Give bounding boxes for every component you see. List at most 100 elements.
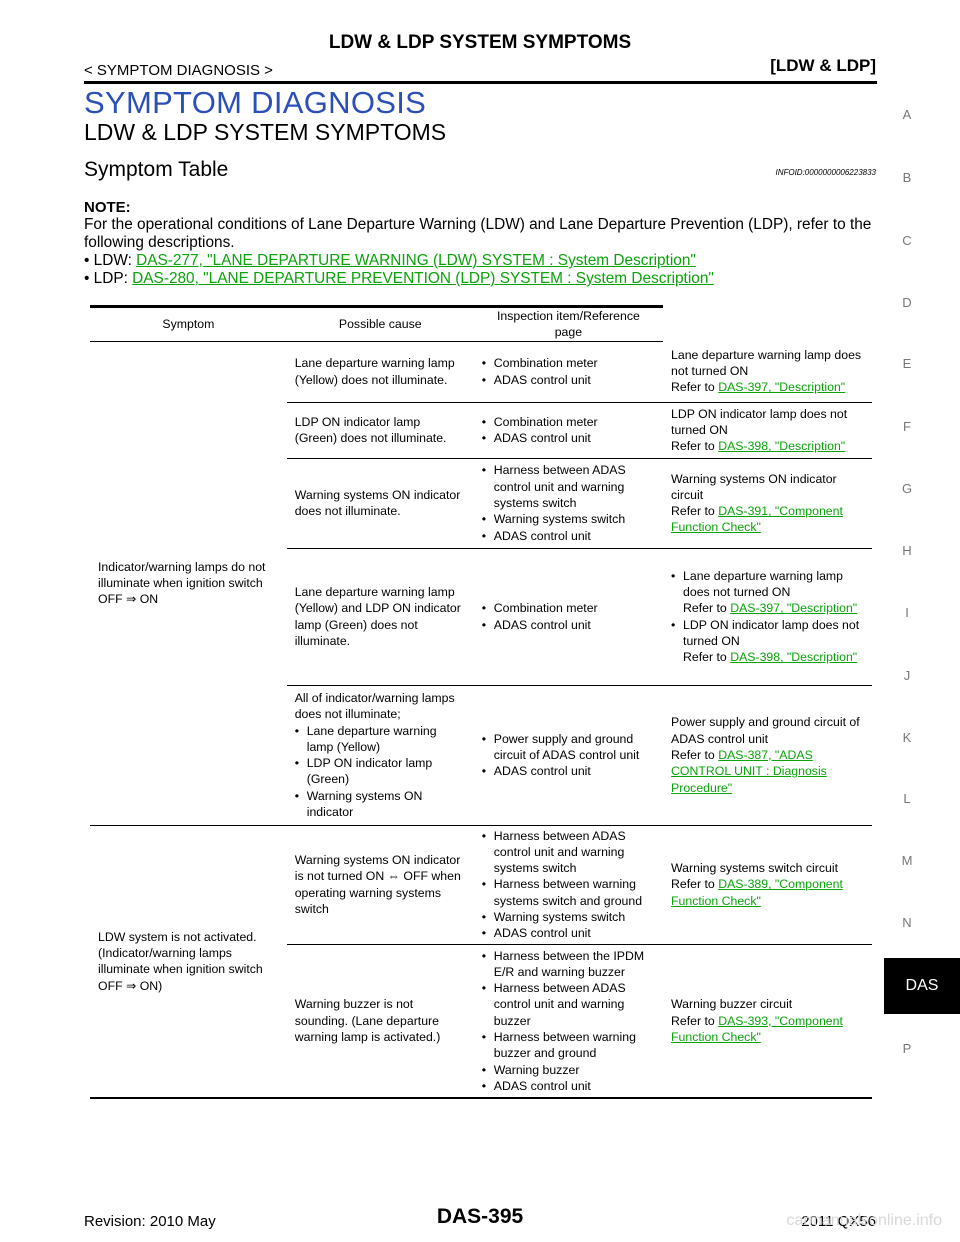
cause-item: ADAS control unit	[482, 1078, 655, 1094]
possible-cause: Harness between the IPDM E/R and warning…	[473, 944, 664, 1100]
inspection-ref: Power supply and ground circuit of ADAS …	[663, 685, 872, 826]
breadcrumb: < SYMPTOM DIAGNOSIS >	[84, 62, 273, 79]
footer-revision: Revision: 2010 May	[84, 1213, 216, 1230]
sub-item: Lane departure warning lamp (Yellow)	[295, 723, 466, 756]
ref-link[interactable]: DAS-389, "Component Function Check"	[671, 877, 843, 908]
side-index-i[interactable]: I	[905, 605, 909, 620]
symptom-table-title: Symptom Table	[84, 158, 229, 181]
sub-symptom: Warning systems ON indicator does not il…	[286, 458, 474, 549]
cause-item: Combination meter	[482, 414, 655, 430]
symptom-table: Symptom Possible cause Inspection item/R…	[90, 305, 872, 1100]
header-symptom: Symptom	[90, 305, 287, 342]
footer-page-number: DAS-395	[436, 1205, 524, 1228]
ref-link[interactable]: DAS-387, "ADAS CONTROL UNIT : Diagnosis …	[671, 747, 827, 795]
table-row: Warning buzzer is not sounding. (Lane de…	[90, 944, 872, 1100]
header-cause: Possible cause	[286, 305, 474, 342]
ref-text: LDP ON indicator lamp does not turned ON	[683, 617, 860, 648]
ref-text: Warning systems switch circuit	[671, 861, 838, 876]
ref-prefix: Refer to	[671, 380, 719, 395]
cause-item: Harness between warning systems switch a…	[482, 876, 655, 909]
ref-prefix: Refer to	[671, 439, 719, 454]
side-index-m[interactable]: M	[901, 853, 913, 868]
ref-prefix: Refer to	[683, 650, 731, 665]
cause-item: Warning systems switch	[482, 909, 655, 925]
inspection-ref: Warning buzzer circuit Refer to DAS-393,…	[663, 944, 872, 1100]
ldp-description-link[interactable]: DAS-280, "LANE DEPARTURE PREVENTION (LDP…	[132, 270, 714, 287]
ref-link[interactable]: DAS-397, "Description"	[730, 601, 858, 616]
table-row: Warning systems ON indicator does not il…	[90, 458, 872, 549]
ref-prefix: Refer to	[671, 877, 719, 892]
symptom-group-2: LDW system is not activated. (Indicator/…	[90, 825, 287, 1100]
header-inspection: Inspection item/Reference page	[473, 305, 664, 342]
page-header-title: LDW & LDP SYSTEM SYMPTOMS	[328, 32, 632, 53]
side-index-p[interactable]: P	[902, 1041, 912, 1056]
cause-item: Warning buzzer	[482, 1062, 655, 1078]
ref-text: Power supply and ground circuit of ADAS …	[671, 715, 860, 746]
cause-item: ADAS control unit	[482, 372, 655, 388]
table-row: LDW system is not activated. (Indicator/…	[90, 825, 872, 1100]
cause-item: ADAS control unit	[482, 430, 655, 446]
side-index-g[interactable]: G	[901, 481, 913, 496]
cause-item: ADAS control unit	[482, 925, 655, 941]
cause-item: Harness between the IPDM E/R and warning…	[482, 948, 655, 981]
cause-item: ADAS control unit	[482, 617, 655, 633]
sub-symptom-text: All of indicator/warning lamps does not …	[294, 690, 455, 722]
possible-cause: Combination meter ADAS control unit	[473, 548, 664, 686]
ref-link[interactable]: DAS-398, "Description"	[730, 650, 858, 665]
inspection-ref: Lane departure warning lamp does not tur…	[663, 548, 872, 686]
side-index-n[interactable]: N	[902, 915, 912, 930]
ref-link[interactable]: DAS-397, "Description"	[718, 380, 846, 395]
note-ldw-prefix: LDW:	[93, 252, 137, 269]
ldw-description-link[interactable]: DAS-277, "LANE DEPARTURE WARNING (LDW) S…	[136, 252, 696, 269]
side-index-a[interactable]: A	[902, 107, 912, 122]
side-index-d[interactable]: D	[902, 295, 912, 310]
cause-item: Combination meter	[482, 355, 655, 371]
side-index-c[interactable]: C	[902, 233, 912, 248]
table-row: Lane departure warning lamp (Yellow) and…	[90, 548, 872, 686]
ref-text: Warning systems ON indicator circuit	[671, 471, 837, 502]
possible-cause: Harness between ADAS control unit and wa…	[473, 825, 664, 945]
note-label: NOTE:	[84, 199, 131, 216]
sub-symptom: Warning systems ON indicator is not turn…	[286, 825, 474, 945]
ref-prefix: Refer to	[671, 1013, 719, 1028]
side-index-j[interactable]: J	[903, 668, 911, 683]
cause-item: Combination meter	[482, 600, 655, 616]
side-index-das[interactable]: DAS	[884, 958, 960, 1014]
possible-cause: Combination meter ADAS control unit	[473, 341, 664, 403]
subsection-title: LDW & LDP SYSTEM SYMPTOMS	[84, 119, 447, 145]
info-id: INFOID:0000000006223833	[775, 168, 876, 177]
note-ldp-prefix: LDP:	[93, 270, 133, 287]
side-index-e[interactable]: E	[902, 356, 912, 371]
ref-text: LDP ON indicator lamp does not turned ON	[671, 406, 848, 437]
side-index-b[interactable]: B	[902, 170, 912, 185]
section-title: SYMPTOM DIAGNOSIS	[84, 85, 427, 120]
header-rule	[84, 81, 877, 84]
sub-symptom: Lane departure warning lamp (Yellow) and…	[286, 548, 474, 686]
sub-item: Warning systems ON indicator	[295, 788, 466, 821]
ref-item: Lane departure warning lamp does not tur…	[671, 568, 864, 617]
ref-link[interactable]: DAS-398, "Description"	[718, 439, 846, 454]
inspection-ref: Lane departure warning lamp does not tur…	[663, 341, 872, 403]
side-index-l[interactable]: L	[903, 791, 911, 806]
cause-item: Warning systems switch	[482, 511, 655, 527]
footer-model: 2011 QX56	[801, 1213, 876, 1230]
ref-link[interactable]: DAS-393, "Component Function Check"	[671, 1013, 843, 1044]
cause-item: Harness between warning buzzer and groun…	[482, 1029, 655, 1062]
note-ldp-line: • LDP: DAS-280, "LANE DEPARTURE PREVENTI…	[84, 270, 714, 287]
cause-item: ADAS control unit	[482, 763, 655, 779]
side-index-f[interactable]: F	[903, 419, 911, 434]
table-header-row: Symptom Possible cause Inspection item/R…	[90, 305, 872, 342]
ref-link[interactable]: DAS-391, "Component Function Check"	[671, 504, 843, 535]
ref-prefix: Refer to	[671, 747, 719, 762]
side-index-k[interactable]: K	[902, 730, 912, 745]
sub-symptom: All of indicator/warning lamps does not …	[286, 685, 474, 826]
header-tag: [LDW & LDP]	[770, 56, 876, 75]
sub-symptom: Warning buzzer is not sounding. (Lane de…	[286, 944, 474, 1100]
ref-item: LDP ON indicator lamp does not turned ON…	[671, 617, 864, 666]
table-row: All of indicator/warning lamps does not …	[90, 685, 872, 826]
inspection-ref: Warning systems switch circuit Refer to …	[663, 825, 872, 945]
ref-prefix: Refer to	[671, 504, 719, 519]
side-index-h[interactable]: H	[902, 543, 912, 558]
sub-symptom: Lane departure warning lamp (Yellow) doe…	[286, 341, 474, 403]
cause-item: Harness between ADAS control unit and wa…	[482, 828, 655, 877]
